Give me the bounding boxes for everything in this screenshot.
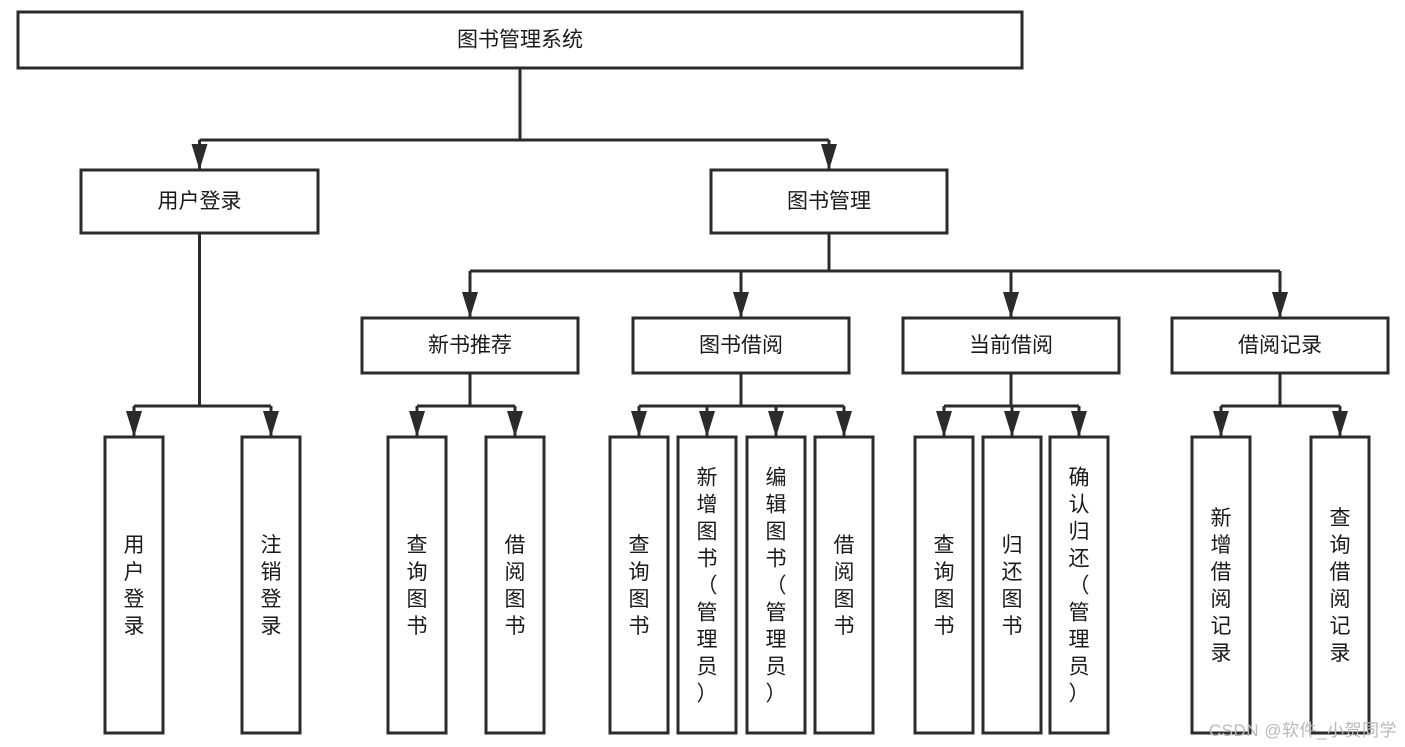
node-root-0[interactable]: 图书管理系统: [16, 10, 1024, 70]
node-box[interactable]: [901, 316, 1121, 375]
node-leaf-11[interactable]: 新增借阅记录: [1190, 435, 1252, 735]
node-box[interactable]: [981, 435, 1043, 735]
arrow-head: [1071, 411, 1087, 437]
node-level3-1[interactable]: 图书借阅: [631, 316, 851, 375]
node-label: 归还图书: [1002, 534, 1023, 638]
node-label: 新书推荐: [428, 334, 512, 357]
node-leaf-4[interactable]: 查询图书: [608, 435, 670, 735]
node-leaf-5[interactable]: 新增图书（管理员）: [676, 435, 738, 735]
node-leaf-12[interactable]: 查询借阅记录: [1309, 435, 1371, 735]
node-box[interactable]: [813, 435, 875, 735]
node-box[interactable]: [240, 435, 302, 735]
arrow-head: [263, 411, 279, 437]
node-box[interactable]: [913, 435, 975, 735]
node-leaf-7[interactable]: 借阅图书: [813, 435, 875, 735]
node-box[interactable]: [631, 316, 851, 375]
arrow-head: [1003, 292, 1019, 318]
node-label: 查询图书: [934, 534, 955, 638]
node-leaf-6[interactable]: 编辑图书（管理员）: [745, 435, 807, 735]
node-box[interactable]: [79, 168, 320, 235]
node-leaf-1[interactable]: 注销登录: [240, 435, 302, 735]
node-label: 借阅记录: [1238, 334, 1322, 357]
node-box[interactable]: [484, 435, 546, 735]
arrow-head: [462, 292, 478, 318]
node-box[interactable]: [1170, 316, 1390, 375]
node-box[interactable]: [360, 316, 580, 375]
node-label: 图书管理: [787, 190, 871, 213]
node-label: 用户登录: [158, 190, 242, 213]
arrow-head: [507, 411, 523, 437]
node-level3-2[interactable]: 当前借阅: [901, 316, 1121, 375]
node-box[interactable]: [103, 435, 165, 735]
node-box[interactable]: [1309, 435, 1371, 735]
arrow-head: [836, 411, 852, 437]
node-label: 注销登录: [261, 534, 282, 638]
node-box[interactable]: [1048, 435, 1110, 735]
node-box[interactable]: [386, 435, 448, 735]
node-leaf-9[interactable]: 归还图书: [981, 435, 1043, 735]
node-label: 查询图书: [629, 534, 650, 638]
arrow-head: [936, 411, 952, 437]
arrow-head: [768, 411, 784, 437]
arrow-head: [1004, 411, 1020, 437]
arrow-head: [699, 411, 715, 437]
arrow-head: [126, 411, 142, 437]
node-label: 查询借阅记录: [1330, 507, 1351, 665]
node-level3-3[interactable]: 借阅记录: [1170, 316, 1390, 375]
node-box[interactable]: [709, 168, 949, 235]
arrow-head: [821, 144, 837, 170]
node-label: 图书借阅: [699, 334, 783, 357]
node-label: 借阅图书: [505, 534, 526, 638]
node-label: 确认归还（管理员）: [1069, 467, 1090, 706]
node-box[interactable]: [1190, 435, 1252, 735]
node-leaf-3[interactable]: 借阅图书: [484, 435, 546, 735]
node-box[interactable]: [676, 435, 738, 735]
node-level3-0[interactable]: 新书推荐: [360, 316, 580, 375]
node-label: 用户登录: [124, 534, 145, 638]
connector-lines: [126, 68, 1348, 437]
node-label: 新增借阅记录: [1211, 507, 1232, 665]
node-leaf-8[interactable]: 查询图书: [913, 435, 975, 735]
node-leaf-2[interactable]: 查询图书: [386, 435, 448, 735]
node-label: 查询图书: [407, 534, 428, 638]
node-leaf-0[interactable]: 用户登录: [103, 435, 165, 735]
node-boxes: 图书管理系统用户登录图书管理新书推荐图书借阅当前借阅借阅记录用户登录注销登录查询…: [16, 10, 1390, 735]
arrow-head: [1272, 292, 1288, 318]
node-level2-1[interactable]: 图书管理: [709, 168, 949, 235]
arrow-head: [1213, 411, 1229, 437]
node-box[interactable]: [608, 435, 670, 735]
arrow-head: [1332, 411, 1348, 437]
node-label: 当前借阅: [969, 334, 1053, 357]
node-label: 编辑图书（管理员）: [766, 467, 787, 706]
node-label: 新增图书（管理员）: [697, 467, 718, 706]
node-label: 图书管理系统: [457, 29, 583, 52]
arrow-head: [191, 144, 208, 170]
node-box[interactable]: [745, 435, 807, 735]
node-leaf-10[interactable]: 确认归还（管理员）: [1048, 435, 1110, 735]
node-label: 借阅图书: [834, 534, 855, 638]
arrow-head: [733, 292, 749, 318]
node-level2-0[interactable]: 用户登录: [79, 168, 320, 235]
node-box[interactable]: [16, 10, 1024, 70]
arrow-head: [409, 411, 425, 437]
arrow-head: [631, 411, 647, 437]
